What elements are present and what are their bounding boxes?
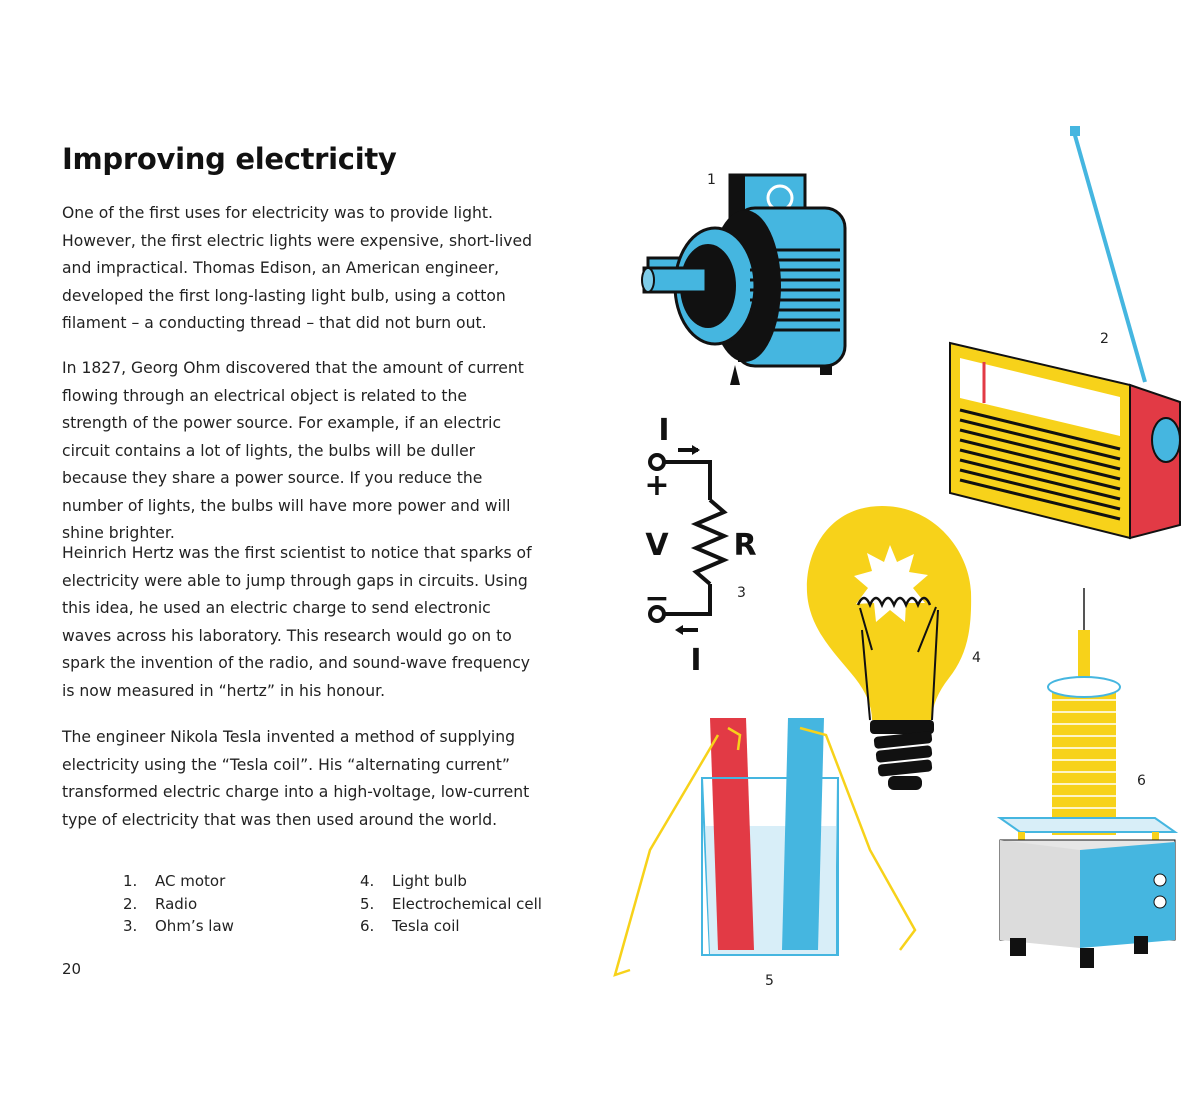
voltage-symbol: V — [645, 528, 669, 563]
legend-label: Light bulb — [392, 872, 467, 890]
page-title: Improving electricity — [62, 142, 397, 176]
paragraph-light: One of the first uses for electricity wa… — [62, 204, 533, 332]
legend-label: Electrochemical cell — [392, 894, 542, 913]
legend-label: AC motor — [155, 872, 226, 890]
electrochemical-cell-icon — [613, 718, 917, 977]
ac-motor-icon — [641, 173, 847, 385]
ohms-law-circuit-icon — [648, 445, 730, 635]
legend-label: Ohm’s law — [155, 917, 234, 935]
figure-legend-right: 4. Light bulb 5. Electrochemical cell 6. Te… — [360, 870, 542, 938]
tesla-coil-icon — [996, 588, 1179, 968]
paragraph-ohm: In 1827, Georg Ohm discovered that the a… — [62, 359, 524, 542]
figure-legend-left: 1. AC motor 2. Radio 3. Ohm’s law — [123, 870, 234, 938]
current-symbol-bottom: I — [690, 643, 701, 678]
radio-icon — [949, 126, 1181, 540]
legend-item: 1. AC motor — [123, 870, 234, 893]
legend-item: 5. Electrochemical cell — [360, 893, 542, 916]
light-bulb-icon — [806, 506, 972, 790]
page-number: 20 — [62, 960, 82, 978]
figure-label-6: 6 — [1137, 773, 1146, 789]
figure-label-1: 1 — [707, 172, 716, 188]
minus-symbol: − — [644, 581, 669, 616]
figure-label-2: 2 — [1100, 331, 1109, 347]
legend-item: 4. Light bulb — [360, 870, 542, 893]
resistance-symbol: R — [733, 528, 756, 563]
legend-number: 6. — [360, 917, 375, 935]
legend-number: 2. — [123, 894, 138, 913]
figure-label-3: 3 — [737, 585, 746, 601]
figure-label-5: 5 — [765, 973, 774, 989]
plus-symbol: + — [644, 468, 669, 503]
figure-label-4: 4 — [972, 650, 981, 666]
legend-number: 1. — [123, 872, 138, 890]
legend-item: 6. Tesla coil — [360, 915, 542, 938]
paragraph-tesla: The engineer Nikola Tesla invented a met… — [62, 728, 530, 829]
paragraph-hertz: Heinrich Hertz was the first scientist t… — [62, 544, 532, 700]
legend-label: Tesla coil — [392, 917, 460, 935]
legend-label: Radio — [155, 894, 198, 913]
legend-number: 5. — [360, 894, 375, 913]
legend-item: 2. Radio — [123, 893, 234, 916]
legend-number: 4. — [360, 872, 375, 890]
current-symbol-top: I — [658, 413, 669, 448]
legend-item: 3. Ohm’s law — [123, 915, 234, 938]
legend-number: 3. — [123, 917, 138, 935]
illustration-panel: 1 2 — [613, 126, 1181, 989]
